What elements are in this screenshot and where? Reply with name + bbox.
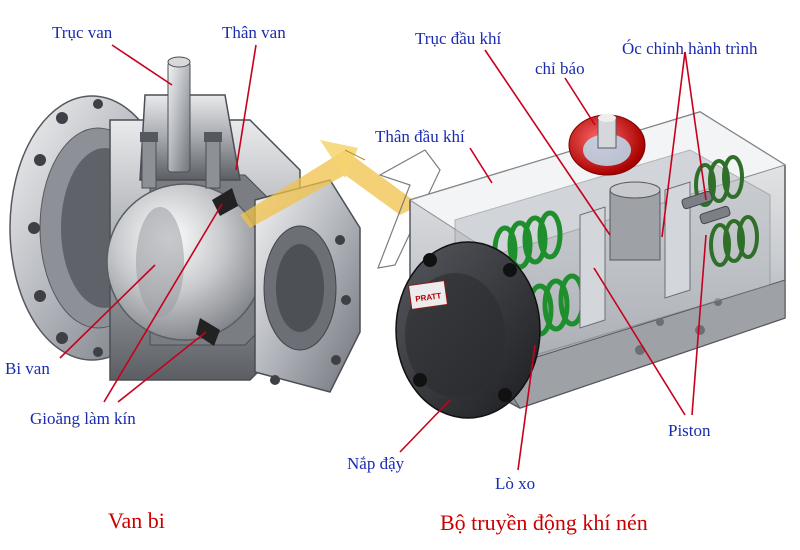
valve-ball [106,183,264,341]
label-indicator: chỉ báo [535,59,585,78]
leader-lines [59,44,707,471]
label-actuator-shaft: Trục đầu khí [415,29,502,48]
label-valve-ball: Bi van [5,359,50,378]
caption-ball-valve: Van bi [108,508,165,533]
label-valve-seal: Gioăng làm kín [30,409,136,428]
label-piston: Piston [668,421,711,440]
flange-bolt-holes [28,99,103,357]
label-valve-stem: Trục van [52,23,113,42]
stroke-adjust-screws [681,190,731,225]
label-stroke-adjust: Óc chỉnh hành trình [622,39,758,58]
caption-pneumatic-actuator: Bộ truyền động khí nén [440,510,648,535]
actuator-piston-right [664,181,691,299]
valve-seal-lower [196,318,220,346]
brand-plate: PRATT [407,280,449,310]
label-valve-body: Thân van [222,23,286,42]
actuator-springs-right [694,155,759,267]
ball-valve-illustration [9,56,361,393]
actuator-shaft [609,189,661,261]
valve-stem [167,61,191,173]
label-end-cap: Nắp đậy [347,454,405,473]
actuator-illustration: PRATT [395,111,787,419]
position-indicator [568,114,646,176]
brand-text: PRATT [415,291,442,304]
label-actuator-housing: Thân đầu khí [375,127,465,146]
label-spring: Lò xo [495,474,536,493]
connector-arrow [240,140,441,269]
actuator-piston-left [579,206,606,329]
